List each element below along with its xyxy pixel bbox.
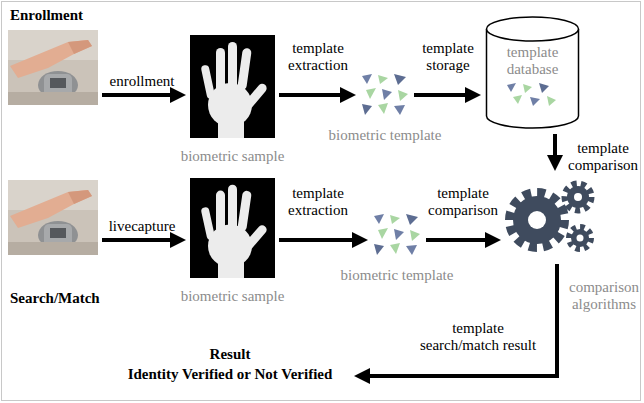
template-database: template database [485,15,580,130]
edge-label: template search/match result [413,320,543,355]
node-label: comparison algorithms [568,279,640,314]
biometric-template: biometric template [360,72,410,117]
arrow-connector [553,134,557,159]
biometric-template: biometric template [372,212,422,257]
scanner-photo [8,30,98,105]
arrow-connector [102,93,174,97]
template-triangles [360,72,410,117]
node-label: Identity Verified or Not Verified [110,365,350,385]
biometric-sample: biometric sample [190,35,275,138]
node-label: biometric template [329,127,442,144]
node-label: template database [485,44,580,77]
comparison-gears: comparison algorithms [505,175,597,260]
node-label: Enrollment [10,7,83,24]
biometric-sample: biometric sample [190,178,275,278]
node-label: Search/Match [10,290,100,307]
edge-label: livecapture [97,218,187,235]
template-triangles [372,212,422,257]
edge-label: template extraction [282,40,354,75]
node-label: biometric sample [181,148,285,165]
enrollment-photo: Enrollment [8,30,98,105]
hand-scan-image [190,35,275,138]
arrow-connector [426,238,489,242]
node-label: biometric sample [181,288,285,305]
arrow-connector [279,238,356,242]
arrow-connector [102,238,174,242]
edge-label: template storage [415,40,481,75]
result-text: ResultIdentity Verified or Not Verified [110,345,350,384]
arrow-connector [414,93,469,97]
scanner-photo [8,180,98,255]
node-label: Result [110,345,350,365]
edge-label: template extraction [282,185,354,220]
node-label: biometric template [341,267,454,284]
gears-icon [505,175,597,260]
capture-photo: Search/Match [8,180,98,255]
edge-label: enrollment [102,73,182,90]
arrow-connector [279,93,344,97]
hand-scan-image [190,178,275,278]
edge-label: template comparison [424,185,502,220]
edge-label: template comparison [565,140,641,175]
